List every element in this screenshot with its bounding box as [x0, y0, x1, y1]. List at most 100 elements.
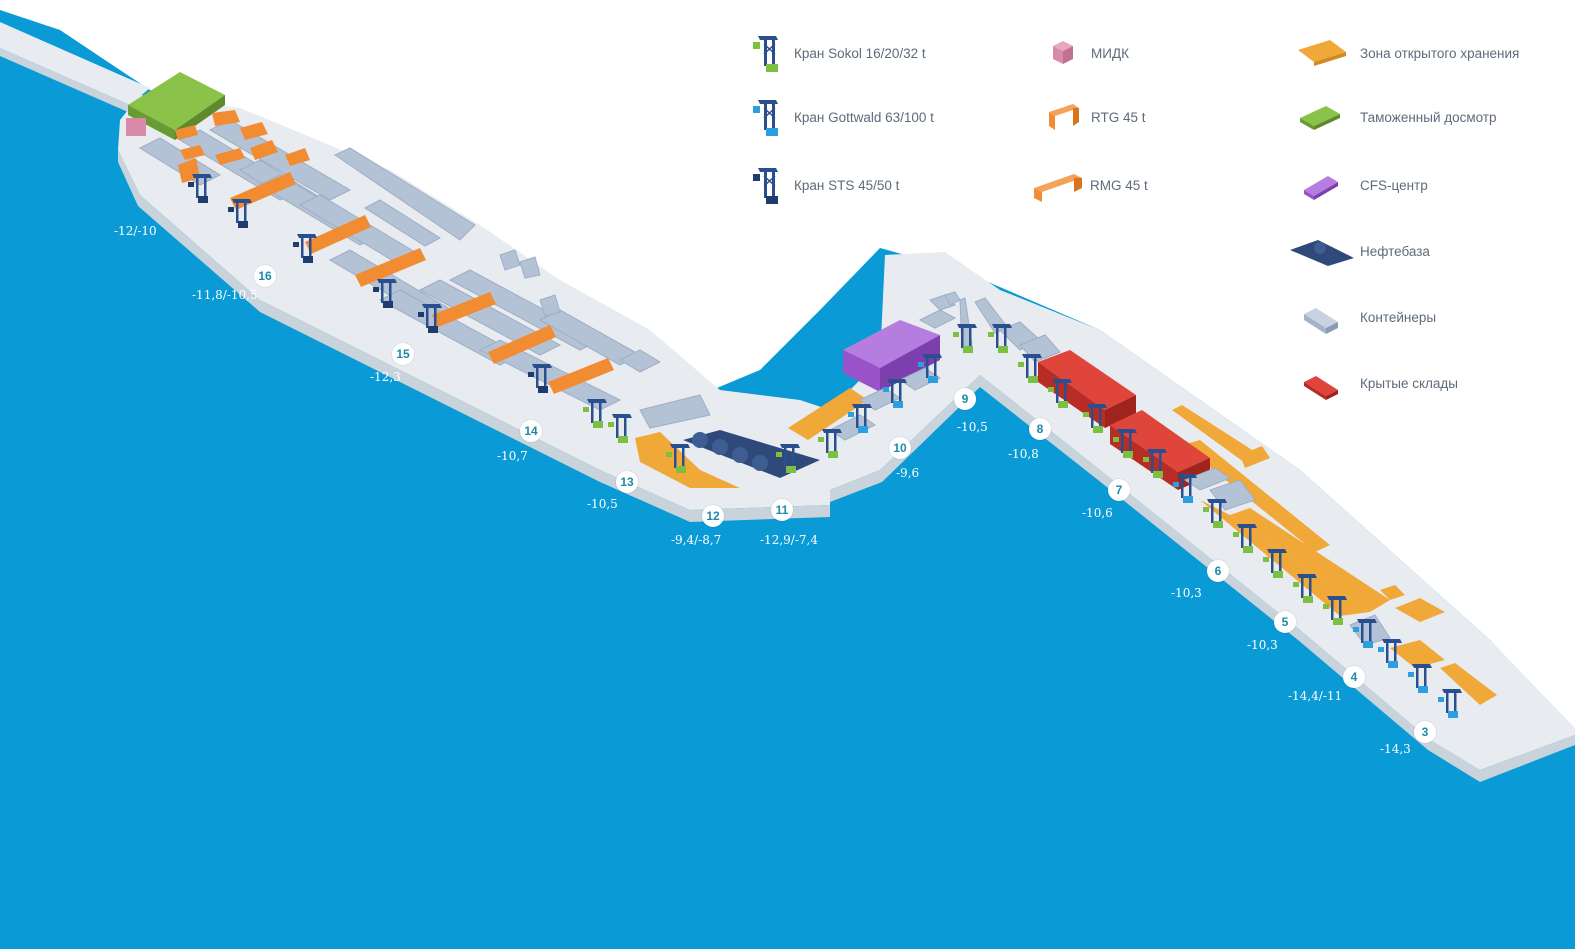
crane-sokol-icon	[608, 414, 632, 443]
berth-6[interactable]: 6	[1207, 560, 1229, 582]
berth-3[interactable]: 3	[1414, 721, 1436, 743]
depth-label: -10,7	[497, 449, 528, 463]
berth-13[interactable]: 13	[616, 471, 638, 493]
legend-label: CFS-центр	[1360, 177, 1428, 193]
berth-7[interactable]: 7	[1108, 479, 1130, 501]
crane-gottwald-icon	[883, 379, 907, 408]
crane-gottwald-icon	[1438, 689, 1462, 718]
legend-gottwald: Кран Gottwald 63/100 t	[748, 94, 934, 140]
legend-sts: Кран STS 45/50 t	[748, 162, 899, 208]
berth-11[interactable]: 11	[771, 499, 793, 521]
berth-4[interactable]: 4	[1343, 666, 1365, 688]
berth-12[interactable]: 12	[702, 505, 724, 527]
crane-sokol-icon	[748, 30, 794, 76]
berth-5[interactable]: 5	[1274, 611, 1296, 633]
legend-label: Нефтебаза	[1360, 243, 1430, 259]
legend-oil: Нефтебаза	[1288, 228, 1430, 274]
depth-label: -14,4/-11	[1288, 689, 1343, 703]
open-storage-zones	[635, 388, 1497, 705]
midk-icon	[1045, 30, 1091, 76]
crane-gottwald-icon	[1173, 474, 1197, 503]
crane-sts-icon	[418, 304, 442, 333]
crane-sts-icon	[748, 162, 794, 208]
crane-gottwald-icon	[1353, 619, 1377, 648]
crane-sokol-icon	[583, 399, 607, 428]
legend-rmg: RMG 45 t	[1030, 162, 1148, 208]
crane-sts-icon	[528, 364, 552, 393]
depth-label: -10,3	[1171, 586, 1202, 600]
depth-label: -12,9/-7,4	[760, 533, 818, 547]
legend-containers: Контейнеры	[1294, 294, 1436, 340]
rmg-icon	[1030, 162, 1090, 208]
customs-block	[128, 72, 225, 130]
crane-sts-icon	[373, 279, 397, 308]
legend-label: МИДК	[1091, 45, 1129, 61]
crane-sts-icon	[293, 234, 317, 263]
crane-sokol-icon	[666, 444, 690, 473]
crane-gottwald-icon	[1378, 639, 1402, 668]
depth-label: -14,3	[1380, 742, 1411, 756]
berth-10[interactable]: 10	[889, 437, 911, 459]
crane-sokol-icon	[1113, 429, 1137, 458]
crane-gottwald-icon	[848, 404, 872, 433]
depth-label: -10,5	[957, 420, 988, 434]
crane-gottwald-icon	[918, 354, 942, 383]
legend-open-storage: Зона открытого хранения	[1294, 30, 1519, 76]
depth-label: -12,3	[370, 370, 401, 384]
legend-label: Таможенный досмотр	[1360, 109, 1497, 125]
crane-sokol-icon	[988, 324, 1012, 353]
legend-customs: Таможенный досмотр	[1294, 94, 1497, 140]
berth-14[interactable]: 14	[520, 420, 542, 442]
crane-sts-icon	[188, 174, 212, 203]
depth-label: -10,3	[1247, 638, 1278, 652]
legend-sokol: Кран Sokol 16/20/32 t	[748, 30, 926, 76]
crane-sokol-icon	[1293, 574, 1317, 603]
berth-15[interactable]: 15	[392, 343, 414, 365]
crane-sokol-icon	[1018, 354, 1042, 383]
customs-icon	[1294, 94, 1360, 140]
oil-depot-icon	[1288, 228, 1360, 274]
legend-warehouses: Крытые склады	[1294, 360, 1458, 406]
crane-sokol-icon	[953, 324, 977, 353]
legend-label: Кран Sokol 16/20/32 t	[794, 45, 926, 61]
depth-label: -10,8	[1008, 447, 1039, 461]
legend-label: Крытые склады	[1360, 375, 1458, 391]
crane-sokol-icon	[818, 429, 842, 458]
crane-sokol-icon	[776, 444, 800, 473]
legend-label: Контейнеры	[1360, 309, 1437, 325]
legend-midk: МИДК	[1045, 30, 1129, 76]
legend-label: Кран STS 45/50 t	[794, 177, 900, 193]
depth-label: -9,4/-8,7	[671, 533, 722, 547]
legend-label: Зона открытого хранения	[1360, 45, 1520, 61]
crane-gottwald-icon	[1408, 664, 1432, 693]
crane-sokol-icon	[1263, 549, 1287, 578]
crane-sokol-icon	[1143, 449, 1167, 478]
rtg-icon	[1045, 94, 1091, 140]
berth-16[interactable]: 16	[254, 265, 276, 287]
depth-label: -10,6	[1082, 506, 1113, 520]
crane-sokol-icon	[1323, 596, 1347, 625]
open-storage-icon	[1294, 30, 1360, 76]
legend-label: Кран Gottwald 63/100 t	[794, 109, 934, 125]
cfs-icon	[1294, 162, 1360, 208]
depth-label: -10,5	[587, 497, 618, 511]
berth-9[interactable]: 9	[954, 388, 976, 410]
cfs-center	[843, 320, 940, 368]
crane-sokol-icon	[1203, 499, 1227, 528]
crane-sokol-icon	[1233, 524, 1257, 553]
shore-strip	[0, 22, 150, 105]
legend-label: RMG 45 t	[1090, 177, 1148, 193]
depth-label: -12/-10	[114, 224, 157, 238]
crane-sokol-icon	[1083, 404, 1107, 433]
warehouse-icon	[1294, 360, 1360, 406]
berth-8[interactable]: 8	[1029, 418, 1051, 440]
legend-label: RTG 45 t	[1091, 109, 1146, 125]
midk-building	[126, 118, 146, 136]
legend-rtg: RTG 45 t	[1045, 94, 1146, 140]
depth-label: -11,8/-10,5	[192, 288, 258, 302]
depth-label: -9,6	[896, 466, 920, 480]
crane-gottwald-icon	[748, 94, 794, 140]
quay-cranes	[188, 174, 1462, 718]
